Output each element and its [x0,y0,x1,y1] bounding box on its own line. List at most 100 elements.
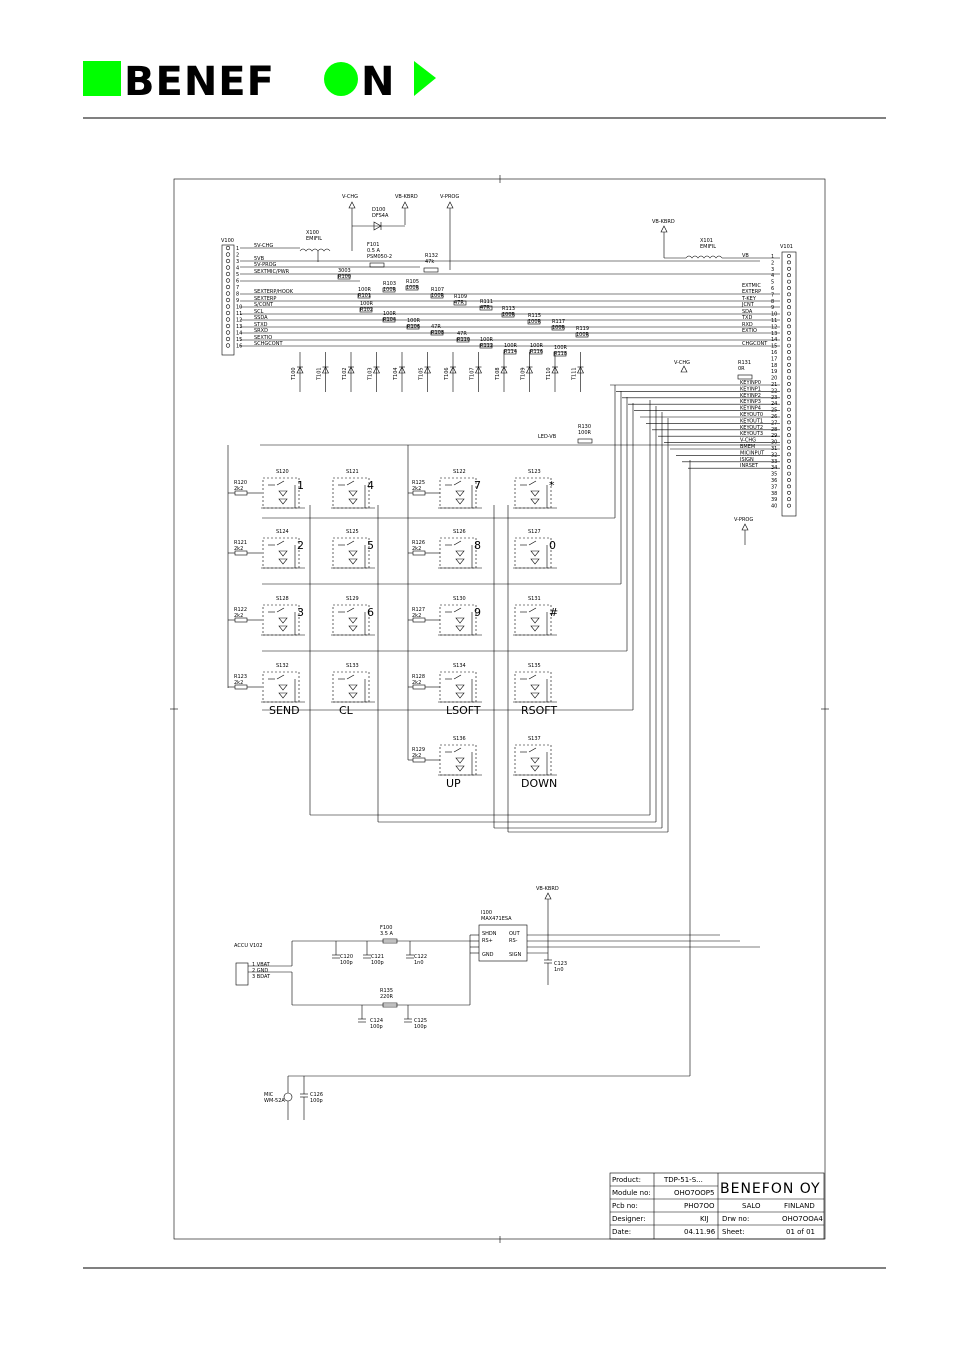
switch-contact-icon [453,540,462,546]
v100-pin [225,343,231,348]
c124-label-line: 100p [370,1024,383,1030]
switch-contact-icon [453,607,462,613]
svg-text:OHO7OOA4: OHO7OOA4 [782,1215,823,1223]
key-label: 1 [297,479,304,492]
led-icon [278,550,288,557]
tvs-diode-icon [373,366,380,374]
c125-label: C125 [414,1018,427,1024]
svg-text:V101: V101 [780,244,793,250]
v101-pin-number: 35 [771,472,777,478]
benefon-logo: BENEF N [83,59,436,105]
svg-text:01 of 01: 01 of 01 [786,1228,815,1236]
key-label: * [549,479,555,492]
led-icon [348,617,358,624]
v101-pin [787,337,791,342]
resistor-label: 100R [528,319,542,325]
resistor-label: R112 [480,343,493,349]
svg-text:SIGN: SIGN [509,952,522,958]
v101-pin [787,401,791,406]
switch-label: S129 [346,596,359,602]
svg-text:ACCU V102: ACCU V102 [234,943,263,949]
net-label-right: RXD [742,322,753,328]
resistor [357,293,371,299]
row-resistor-label: 2k2 [234,680,243,686]
svg-text:TDP-51-S...: TDP-51-S... [663,1176,703,1184]
v101-pin-number: 40 [771,504,777,510]
row-resistor-label: 2k2 [234,613,243,619]
resistor [406,324,420,330]
v101-pin [787,407,791,412]
v101-pin-number: 3 [771,267,774,273]
net-label: 5V-CHG [254,243,273,249]
v100-pin-number: 7 [236,285,239,291]
led-icon [530,490,540,497]
tvs-diode-icon [475,366,482,374]
row-resistor-label: R126 [412,540,425,546]
v100-pin-number: 5 [236,272,239,278]
d100-label: D100 [372,207,385,213]
svg-text:V-PROG: V-PROG [734,517,753,523]
led-icon [530,684,540,691]
v101-pin [787,279,791,284]
resistor-label: 100R [358,287,372,293]
v100-pin [225,271,231,277]
svg-text:VB-KBRD: VB-KBRD [395,194,418,200]
v101-pin [787,465,791,470]
v100-pin-number: 1 [236,246,239,252]
v101-pin [787,490,791,495]
led-icon [455,617,465,624]
c122-label-line: 1n0 [414,960,424,966]
resistor [405,285,419,291]
v100-pin-number: 9 [236,298,239,304]
row-resistor-label: 2k2 [412,546,421,552]
mic-label: MIC [264,1092,274,1098]
svg-text:Module no:: Module no: [612,1189,651,1197]
key-net-label: BMEM [740,444,755,450]
resistor [382,317,396,323]
led-icon [455,765,465,772]
v100-pin-number: 3 [236,259,239,265]
svg-text:RS-: RS- [509,938,518,944]
row-resistor-label: R123 [234,674,247,680]
led-icon [455,498,465,505]
v101-pin-number: 36 [771,478,777,484]
row-resistor-label: R125 [412,480,425,486]
net-label-right: CHGCONT [742,341,768,347]
key-net-label: V-CHG [740,438,756,444]
f101-label-line: PSM050-2 [367,254,392,260]
v101-pin [787,471,791,476]
svg-text:Pcb no:: Pcb no: [612,1202,638,1210]
switch-contact-icon [346,540,355,546]
led-icon [530,765,540,772]
resistor-label: R116 [530,349,543,355]
net-label: SEXTIO [254,335,272,341]
net-label-right: VB [742,253,749,259]
net-label: SEXTERP/HOOK [254,289,294,295]
key-label: SEND [269,704,300,717]
svg-text:Date:: Date: [612,1228,631,1236]
svg-text:V-CHG: V-CHG [674,360,690,366]
v101-pin-number: 39 [771,497,777,503]
v101-pin [787,298,791,303]
resistor-label: 100R [383,311,397,317]
key-label: 7 [474,479,481,492]
key-net-label: INRSET [740,463,759,469]
net-label-right: EXTERP [742,289,761,295]
net-label-right: EXTIO [742,328,757,334]
c121-label-line: 100p [371,960,384,966]
tvs-label: T110 [546,367,552,381]
row-resistor-label: R128 [412,674,425,680]
switch-label: S127 [528,529,541,535]
resistor-label: R110 [457,337,470,343]
v100-pin-number: 6 [236,279,239,285]
row-resistor-label: 2k2 [412,753,421,759]
resistor [337,274,351,280]
switch-label: S136 [453,736,466,742]
key-net-label: KEYOUT3 [740,431,763,437]
resistor-r130: R130 LED-VB 100R [538,424,593,444]
v101-pin [787,350,791,354]
key-net-label: KEYOUT2 [740,425,763,431]
